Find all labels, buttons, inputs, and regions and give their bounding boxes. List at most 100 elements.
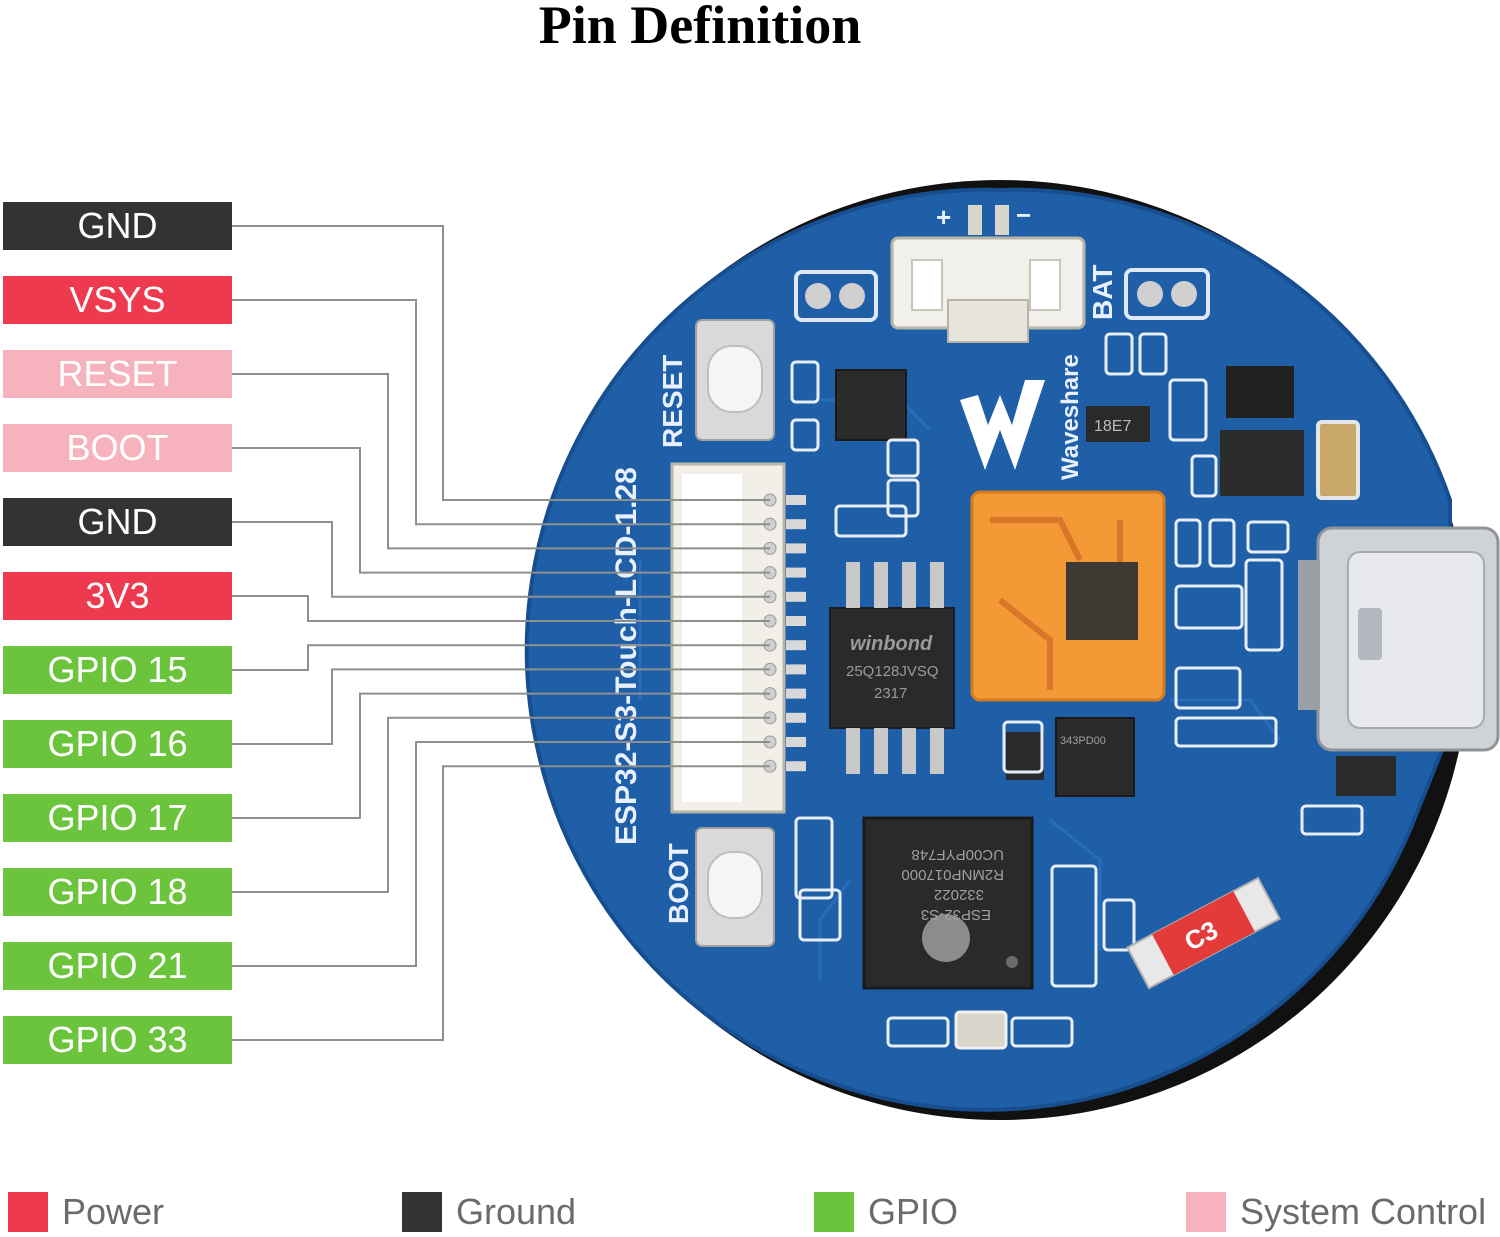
- mcu-line1: ESP32-S3: [921, 906, 991, 923]
- pin-line-2: [232, 299, 770, 526]
- pin-line-7: [232, 644, 770, 671]
- flash-leg: [902, 562, 916, 608]
- brand-label: Waveshare: [1057, 354, 1084, 480]
- fpc-pin-tab: [786, 761, 806, 772]
- usb-c-connector: [1298, 526, 1500, 752]
- waveshare-logo: [960, 380, 1045, 470]
- mcu-line2: 332022: [934, 886, 984, 903]
- mcu-line3: R2MNP017000: [901, 866, 1004, 883]
- fpc-pin-tab: [786, 688, 806, 699]
- board-name: ESP32-S3-Touch-LCD-1.28: [610, 467, 643, 845]
- legend-item-power: Power: [8, 1190, 164, 1234]
- fpc-connector: [670, 462, 786, 814]
- pin-label-boot: BOOT: [3, 424, 232, 472]
- fpc-pins: [763, 493, 806, 773]
- regulator-ic-text: 18E7: [1094, 418, 1131, 435]
- pin-label-gpio-18: GPIO 18: [3, 868, 232, 916]
- smd-pad: [1244, 558, 1284, 652]
- flash-chip: [829, 607, 955, 729]
- pin-line-5: [232, 521, 770, 598]
- smd-pad: [1246, 520, 1290, 554]
- reset-button: [695, 319, 775, 441]
- pin-label-reset: RESET: [3, 350, 232, 398]
- pcb-traces: [638, 398, 1282, 980]
- flash-line2: 2317: [874, 685, 907, 702]
- c3-capacitor: C3: [1126, 876, 1282, 990]
- pin-label-gpio-21: GPIO 21: [3, 942, 232, 990]
- legend-swatch: [814, 1192, 854, 1232]
- pin-label-vsys: VSYS: [3, 276, 232, 324]
- pin-line-1: [232, 225, 770, 501]
- smd-pad: [1174, 518, 1202, 568]
- pin-label-gnd-5: GND: [3, 498, 232, 546]
- fpc-pin-tab: [786, 591, 806, 602]
- fpc-pin-tab: [786, 519, 806, 530]
- legend-swatch: [8, 1192, 48, 1232]
- pin-line-10: [232, 716, 770, 893]
- smd-pad: [1174, 666, 1242, 710]
- smd-pad: [886, 1016, 950, 1048]
- bottom-pads: [954, 1010, 1008, 1050]
- pin-line-6: [232, 595, 770, 622]
- pin-line-11: [232, 741, 770, 967]
- smd-pad: [1168, 378, 1208, 442]
- flex-module: [970, 490, 1166, 702]
- legend-swatch: [1186, 1192, 1226, 1232]
- smd-pad: [1010, 1016, 1074, 1048]
- flash-leg: [930, 728, 944, 774]
- fpc-pin-tab: [786, 495, 806, 505]
- pin-label-3v3: 3V3: [3, 572, 232, 620]
- pin-connector-lines: [232, 225, 770, 1041]
- page-title: Pin Definition: [538, 0, 862, 55]
- power-ic: [1220, 366, 1304, 496]
- flash-leg: [902, 728, 916, 774]
- smd-pad: [798, 888, 842, 942]
- pin-label-gpio-17: GPIO 17: [3, 794, 232, 842]
- legend-item-ground: Ground: [402, 1190, 576, 1234]
- battery-plus-label: +: [936, 202, 951, 232]
- touch-ic-text: 343PD00: [1060, 735, 1106, 747]
- bat-label: BAT: [1087, 265, 1118, 320]
- bat-pads-left: [794, 270, 878, 322]
- boot-board-label: BOOT: [663, 843, 694, 924]
- reset-board-label: RESET: [657, 355, 688, 448]
- smd-pad: [834, 504, 908, 538]
- smd-pad: [886, 438, 920, 478]
- diode: [1336, 756, 1396, 796]
- boot-button: [695, 827, 775, 947]
- flash-leg: [930, 562, 944, 608]
- smd-pad: [1138, 332, 1168, 376]
- esp32-marking: ESP32-S3 332022 R2MNP017000 UC00PYF748: [901, 846, 1004, 923]
- smd-pad: [1208, 518, 1236, 568]
- flash-line1: 25Q128JVSQ: [846, 663, 939, 680]
- touch-ic: 343PD00: [1055, 717, 1135, 797]
- smd-pad: [1190, 454, 1218, 498]
- legend-label: System Control: [1240, 1191, 1487, 1232]
- fpc-pin-tab: [786, 737, 806, 747]
- smd-pad: [794, 816, 834, 900]
- fpc-pin-tab: [786, 567, 806, 578]
- pin-label-gpio-33: GPIO 33: [3, 1016, 232, 1064]
- battery-connector: [890, 205, 1086, 343]
- flash-chip-legs: [846, 562, 944, 774]
- esp32-s3-chip: [862, 816, 1034, 990]
- legend-label: GPIO: [868, 1191, 959, 1232]
- flash-leg: [846, 728, 860, 774]
- passive-components: [790, 332, 1364, 1048]
- pin-line-9: [232, 692, 770, 819]
- legend-item-system-control: System Control: [1186, 1190, 1486, 1234]
- flash-brand: winbond: [850, 633, 933, 655]
- smd-pad: [1174, 716, 1278, 748]
- legend-label: Ground: [456, 1191, 577, 1232]
- smd-pad: [1174, 584, 1244, 630]
- smd-pad: [1104, 332, 1134, 376]
- legend-label: Power: [62, 1191, 165, 1232]
- smd-pad: [886, 478, 920, 518]
- smd-pad: [790, 360, 820, 404]
- fpc-pin-tab: [786, 616, 806, 626]
- smd-pad: [1002, 720, 1044, 774]
- legend-item-gpio: GPIO: [814, 1190, 958, 1234]
- smd-pad: [1300, 804, 1364, 836]
- fpc-pin-tab: [786, 543, 806, 554]
